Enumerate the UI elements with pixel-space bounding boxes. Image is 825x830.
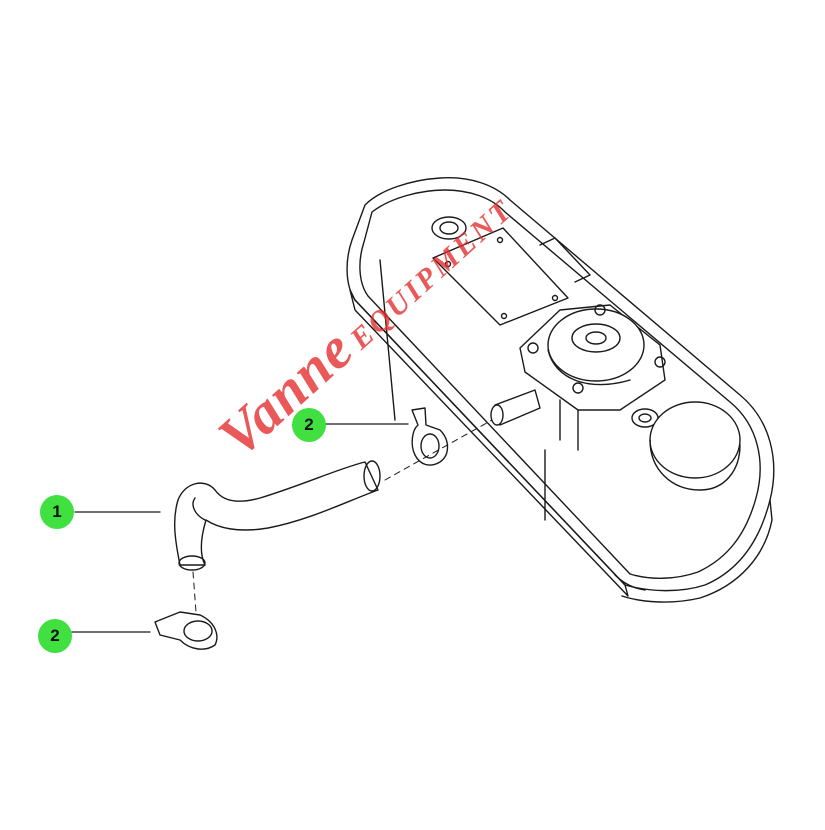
hose [174,460,381,571]
callout-label: 2 [50,626,60,645]
outlet-nipple [490,389,541,426]
breather-housing [519,304,666,451]
assembly-line-upper [384,419,493,481]
callout-badge-1: 1 [40,495,74,529]
top-plate [432,227,569,326]
clamp-lower-drawing [154,611,218,650]
callout-badge-2-upper: 2 [292,408,326,442]
valve-cover [346,177,775,603]
callout-label: 2 [304,415,314,434]
oil-filler [649,401,741,491]
callout-label: 1 [52,502,62,521]
assembly-line-lower [192,571,197,613]
clamp-upper-drawing [411,407,449,466]
boss-top [431,216,467,240]
callout-badge-2-lower: 2 [38,619,72,653]
